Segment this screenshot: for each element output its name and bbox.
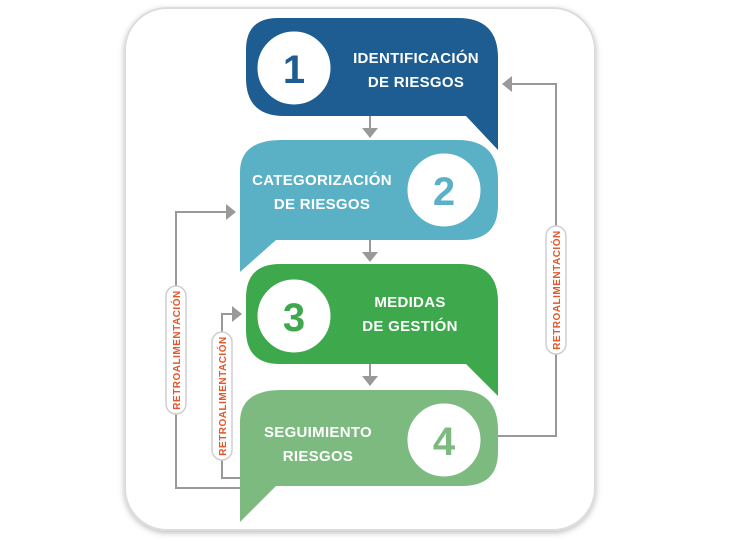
step-4-circle [404, 400, 484, 480]
feedback-text-left-inner: RETROALIMENTACIÓN [216, 336, 229, 455]
step-3: 3 MEDIDAS DE GESTIÓN [246, 264, 498, 396]
step-2: 2 CATEGORIZACIÓN DE RIESGOS [240, 140, 498, 272]
step-2-number: 2 [433, 170, 455, 214]
connector-1-2 [362, 116, 378, 138]
step-3-title-line1: MEDIDAS [374, 294, 445, 311]
step-3-circle [254, 276, 334, 356]
step-2-title-line2: DE RIESGOS [274, 196, 370, 213]
step-2-circle [404, 150, 484, 230]
step-1-circle [254, 28, 334, 108]
step-2-title-line1: CATEGORIZACIÓN [252, 171, 392, 189]
feedback-label-left-inner: RETROALIMENTACIÓN [211, 331, 233, 461]
feedback-text-left-outer: RETROALIMENTACIÓN [170, 290, 183, 409]
step-4-number: 4 [433, 420, 456, 464]
connector-3-4 [362, 364, 378, 386]
step-4: 4 SEGUIMIENTO RIESGOS [240, 390, 498, 522]
step-3-title-line2: DE GESTIÓN [362, 317, 458, 335]
step-3-number: 3 [283, 296, 305, 340]
feedback-label-right: RETROALIMENTACIÓN [545, 225, 567, 355]
step-1: 1 IDENTIFICACIÓN DE RIESGOS [246, 18, 498, 150]
feedback-label-left-outer: RETROALIMENTACIÓN [165, 285, 187, 415]
step-4-title-line2: RIESGOS [283, 448, 353, 465]
connector-2-3 [362, 240, 378, 262]
step-1-title-line1: IDENTIFICACIÓN [353, 49, 479, 67]
step-1-title-line2: DE RIESGOS [368, 74, 464, 91]
feedback-text-right: RETROALIMENTACIÓN [550, 230, 563, 349]
step-4-title-line1: SEGUIMIENTO [264, 424, 372, 441]
step-1-number: 1 [283, 48, 305, 92]
